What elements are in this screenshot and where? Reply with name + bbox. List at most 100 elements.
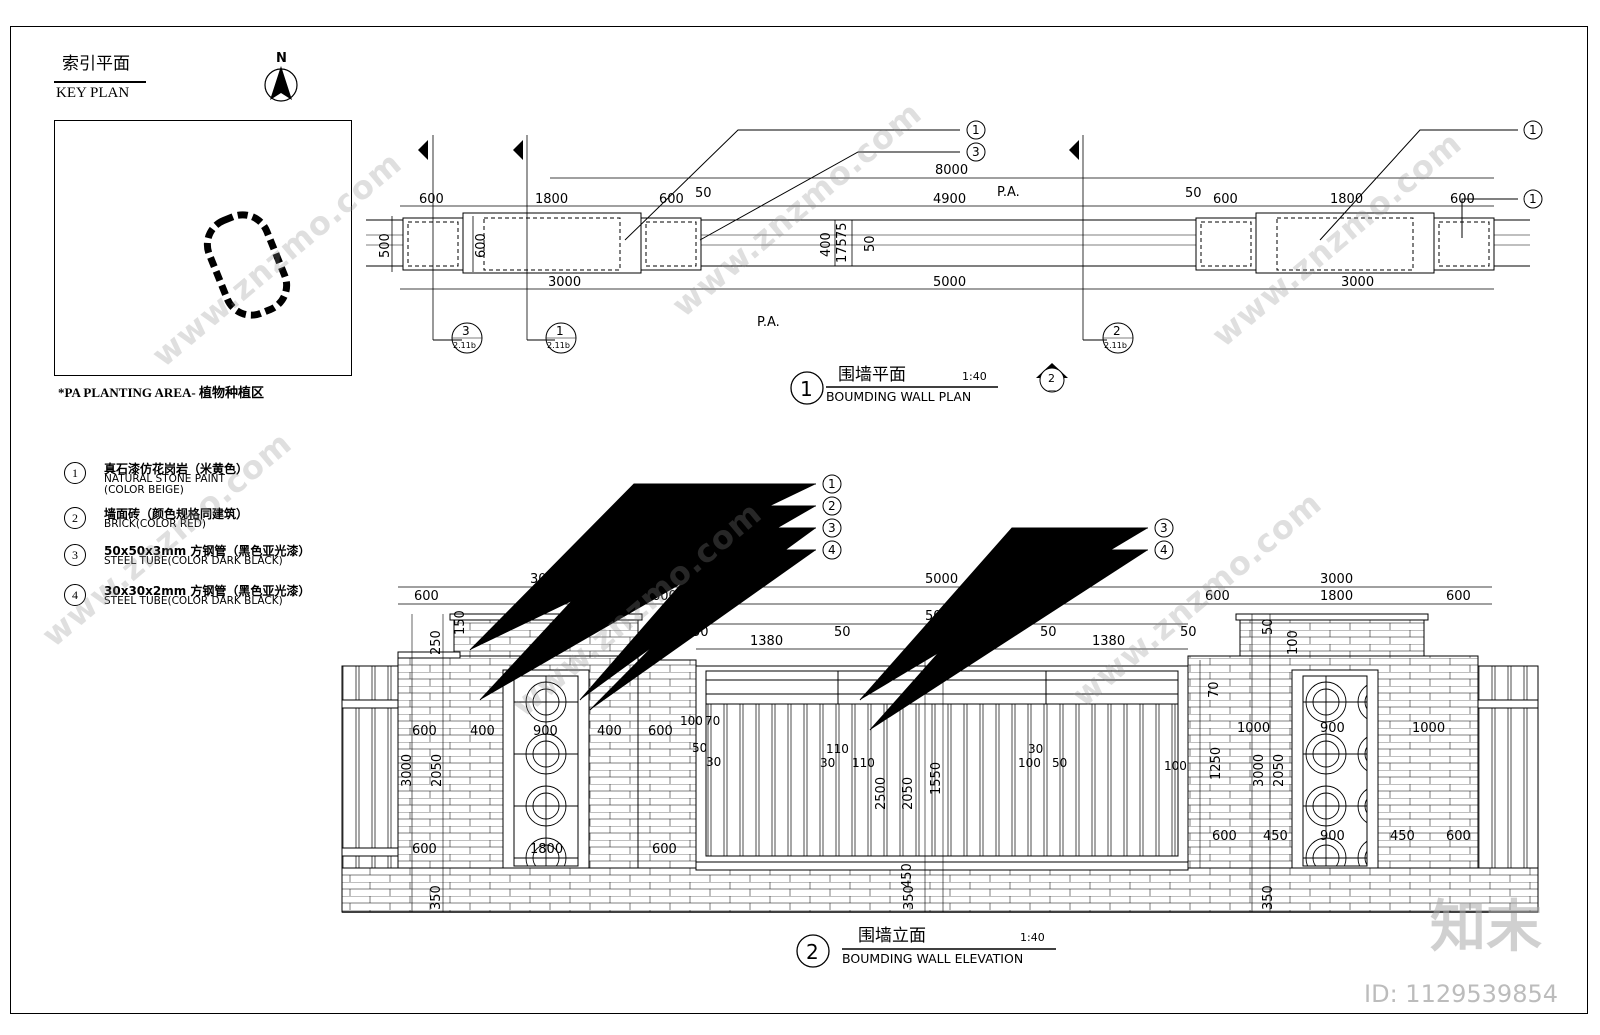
dim: 600: [1205, 589, 1230, 604]
plan-title: 1 围墙平面 1:40 BOUMDING WALL PLAN 2 —: [790, 363, 1068, 405]
dim: 3000: [1320, 572, 1353, 587]
plan-title-en: BOUMDING WALL PLAN: [826, 389, 971, 404]
dim: 600: [1446, 829, 1471, 844]
legend-cn: 墙面砖（颜色规格同建筑）: [104, 507, 249, 521]
section-number: 1: [556, 324, 564, 338]
dim: 600: [412, 724, 437, 739]
dim: 50: [692, 625, 709, 640]
dim: 400: [597, 724, 622, 739]
dim: 1800: [1330, 192, 1363, 207]
section-number: 2: [1113, 324, 1121, 338]
dim: 1380: [1092, 634, 1125, 649]
dim: 50: [834, 625, 851, 640]
dim: 900: [533, 724, 558, 739]
dim: 600: [419, 192, 444, 207]
dim: 600: [648, 724, 673, 739]
dim: 2040: [925, 634, 958, 649]
dim: 5000: [925, 572, 958, 587]
elevation-scale: 1:40: [1020, 931, 1045, 944]
callout-number: 1: [1529, 192, 1537, 206]
dim: 600: [652, 842, 677, 857]
elevation-title-en: BOUMDING WALL ELEVATION: [842, 951, 1023, 966]
dim: 350: [902, 885, 917, 910]
elevation-title-cn: 围墙立面: [858, 926, 926, 946]
dim: 3000: [530, 572, 563, 587]
dim: 350: [1261, 885, 1276, 910]
dim-total: 8000: [935, 163, 968, 178]
dim: 500: [378, 233, 393, 258]
plan-dimensions: 8000 600 1800 600 50 4900 50 600 1800 60…: [378, 163, 1475, 330]
dim: 450: [900, 863, 915, 888]
dim: 1550: [929, 762, 944, 795]
dim: 1380: [750, 634, 783, 649]
plan-title-number: 1: [800, 377, 813, 401]
legend-number: 2: [64, 507, 86, 529]
dim: 30: [1028, 742, 1043, 756]
callout-number: 3: [972, 145, 980, 159]
dim: 1250: [1209, 747, 1224, 780]
planting-area-note: *PA PLANTING AREA- 植物种植区: [58, 385, 264, 400]
dim: 2500: [874, 777, 889, 810]
wall-elevation: [341, 483, 1539, 913]
dim: 100: [1018, 756, 1041, 770]
legend-number: 1: [64, 462, 86, 484]
key-plan-loop: [203, 211, 291, 319]
dim: 3000: [1341, 275, 1374, 290]
elevation-title: 2 围墙立面 1:40 BOUMDING WALL ELEVATION: [796, 926, 1056, 968]
dim: 600: [414, 589, 439, 604]
brand-watermark: 知末: [1430, 895, 1542, 960]
id-text: ID: 1129539854: [1364, 980, 1558, 1008]
dim: 600: [1446, 589, 1471, 604]
section-marks: 3 2.11b 1 2.11b 2 2.11b: [433, 322, 1134, 354]
dim: 3000: [1252, 754, 1267, 787]
legend-cn: 50x50x3mm 方钢管（黑色亚光漆）: [104, 544, 311, 558]
dim: 600: [1450, 192, 1475, 207]
legend-en: STEEL TUBE(COLOR DARK BLACK): [104, 555, 283, 567]
elevation-title-number: 2: [806, 940, 819, 964]
dim: 2050: [430, 754, 445, 787]
callout-number: 1: [828, 477, 836, 491]
key-plan-title-cn: 索引平面: [62, 54, 130, 74]
elevation-callouts: 1 2 3 4 3 4: [822, 474, 1174, 560]
dim: 1800: [535, 192, 568, 207]
plan-callouts: 1 3 1 1: [966, 120, 1543, 209]
dim: 50: [692, 741, 707, 755]
dim: 450: [1390, 829, 1415, 844]
dim: 1000: [1237, 721, 1270, 736]
dim: 1800: [530, 589, 563, 604]
dim: 50: [1180, 625, 1197, 640]
legend-en: NATURAL STONE PAINT: [104, 473, 225, 485]
dim: 100: [1286, 630, 1301, 655]
dim: 600: [1212, 829, 1237, 844]
dim: 250: [429, 630, 444, 655]
dim: 900: [1320, 829, 1345, 844]
dim: 400: [470, 724, 495, 739]
legend-number: 4: [64, 584, 86, 606]
dim: 3000: [548, 275, 581, 290]
dim: 70: [705, 714, 720, 728]
dim: 1000: [1412, 721, 1445, 736]
section-sheet: 2.11b: [1104, 341, 1127, 350]
legend-cn: 真石漆仿花岗岩（米黄色）: [104, 462, 249, 476]
dim: 400: [819, 232, 834, 257]
legend-en: BRICK(COLOR RED): [104, 518, 206, 530]
callout-number: 1: [972, 123, 980, 137]
dim: 100: [680, 714, 703, 728]
callout-number: 3: [1160, 521, 1168, 535]
dim: 1800: [530, 842, 563, 857]
callout-number: 4: [1160, 543, 1168, 557]
key-plan-rule: [54, 81, 146, 83]
elevation-dimensions: 3000 5000 3000 600 1800 600 600 1800 600…: [400, 572, 1471, 910]
callout-number: 3: [828, 521, 836, 535]
dim: 600: [412, 842, 437, 857]
dim: 3000: [400, 754, 415, 787]
dim: 50: [863, 235, 878, 252]
dim: 50: [695, 186, 712, 201]
dim: 50: [1261, 618, 1276, 635]
legend-en: STEEL TUBE(COLOR DARK BLACK): [104, 595, 283, 607]
elev-ref-number: 2: [1048, 372, 1055, 385]
north-label: N: [276, 51, 287, 66]
dim: 110: [826, 742, 849, 756]
